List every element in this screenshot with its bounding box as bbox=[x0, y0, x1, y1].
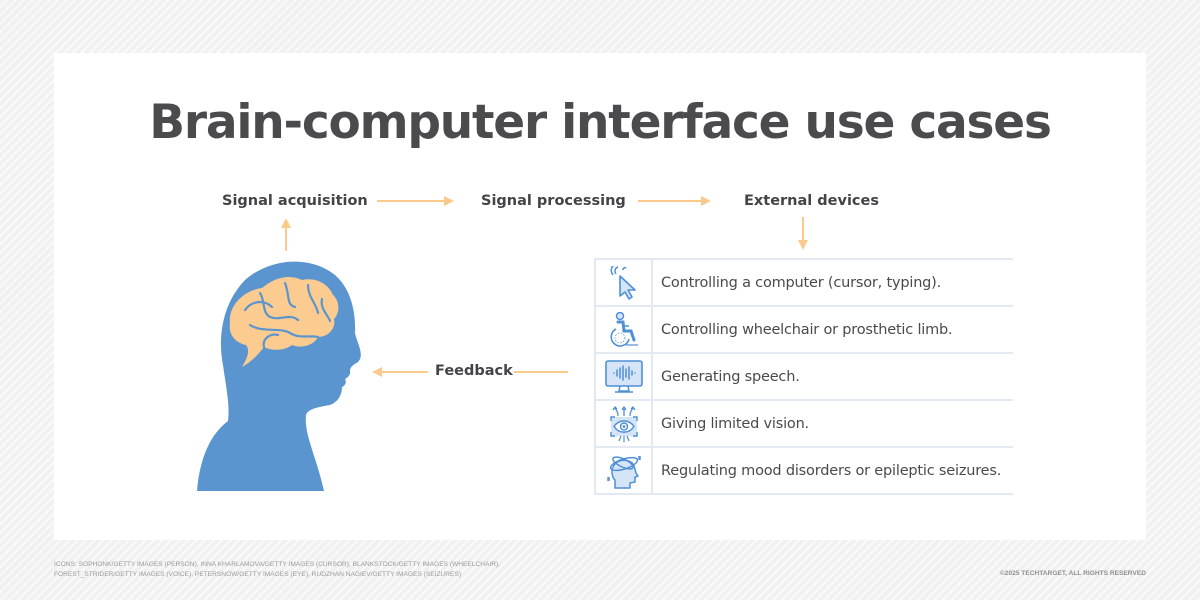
use-case-text: Generating speech. bbox=[661, 368, 800, 385]
monitor-voice-icon bbox=[594, 354, 653, 399]
cursor-click-icon bbox=[594, 260, 653, 305]
copyright: ©2025 TechTarget, All rights reserved bbox=[999, 570, 1146, 577]
feedback-line bbox=[514, 371, 568, 373]
use-case-text: Giving limited vision. bbox=[661, 415, 809, 432]
step-signal-processing: Signal processing bbox=[481, 193, 626, 209]
head-seizure-icon bbox=[594, 448, 653, 493]
use-case-row: Generating speech. bbox=[594, 354, 1013, 401]
wheelchair-icon bbox=[594, 307, 653, 352]
eye-vision-icon bbox=[594, 401, 653, 446]
arrow-left-icon bbox=[372, 367, 428, 377]
use-cases-list: Controlling a computer (cursor, typing).… bbox=[594, 258, 1013, 495]
head-brain-icon bbox=[197, 261, 361, 491]
credits-line-2: Forest_strider/Getty Images (voice), Pet… bbox=[54, 571, 462, 578]
use-case-row: Controlling wheelchair or prosthetic lim… bbox=[594, 307, 1013, 354]
use-case-row: Regulating mood disorders or epileptic s… bbox=[594, 448, 1013, 495]
use-case-row: Giving limited vision. bbox=[594, 401, 1013, 448]
arrow-up-icon bbox=[281, 218, 291, 251]
feedback-label: Feedback bbox=[435, 363, 513, 379]
use-case-text: Regulating mood disorders or epileptic s… bbox=[661, 462, 1002, 479]
use-case-text: Controlling a computer (cursor, typing). bbox=[661, 274, 942, 291]
arrow-right-icon bbox=[377, 196, 454, 206]
step-signal-acquisition: Signal acquisition bbox=[222, 193, 368, 209]
step-external-devices: External devices bbox=[744, 193, 879, 209]
credits-line-1: Icons: Sophonk/Getty Images (person), In… bbox=[54, 561, 501, 568]
use-case-text: Controlling wheelchair or prosthetic lim… bbox=[661, 321, 953, 338]
arrow-right-icon bbox=[638, 196, 711, 206]
use-case-row: Controlling a computer (cursor, typing). bbox=[594, 260, 1013, 307]
image-credits: Icons: Sophonk/Getty Images (person), In… bbox=[54, 560, 500, 580]
arrow-down-icon bbox=[798, 217, 808, 250]
page-title: Brain-computer interface use cases bbox=[149, 95, 1052, 150]
